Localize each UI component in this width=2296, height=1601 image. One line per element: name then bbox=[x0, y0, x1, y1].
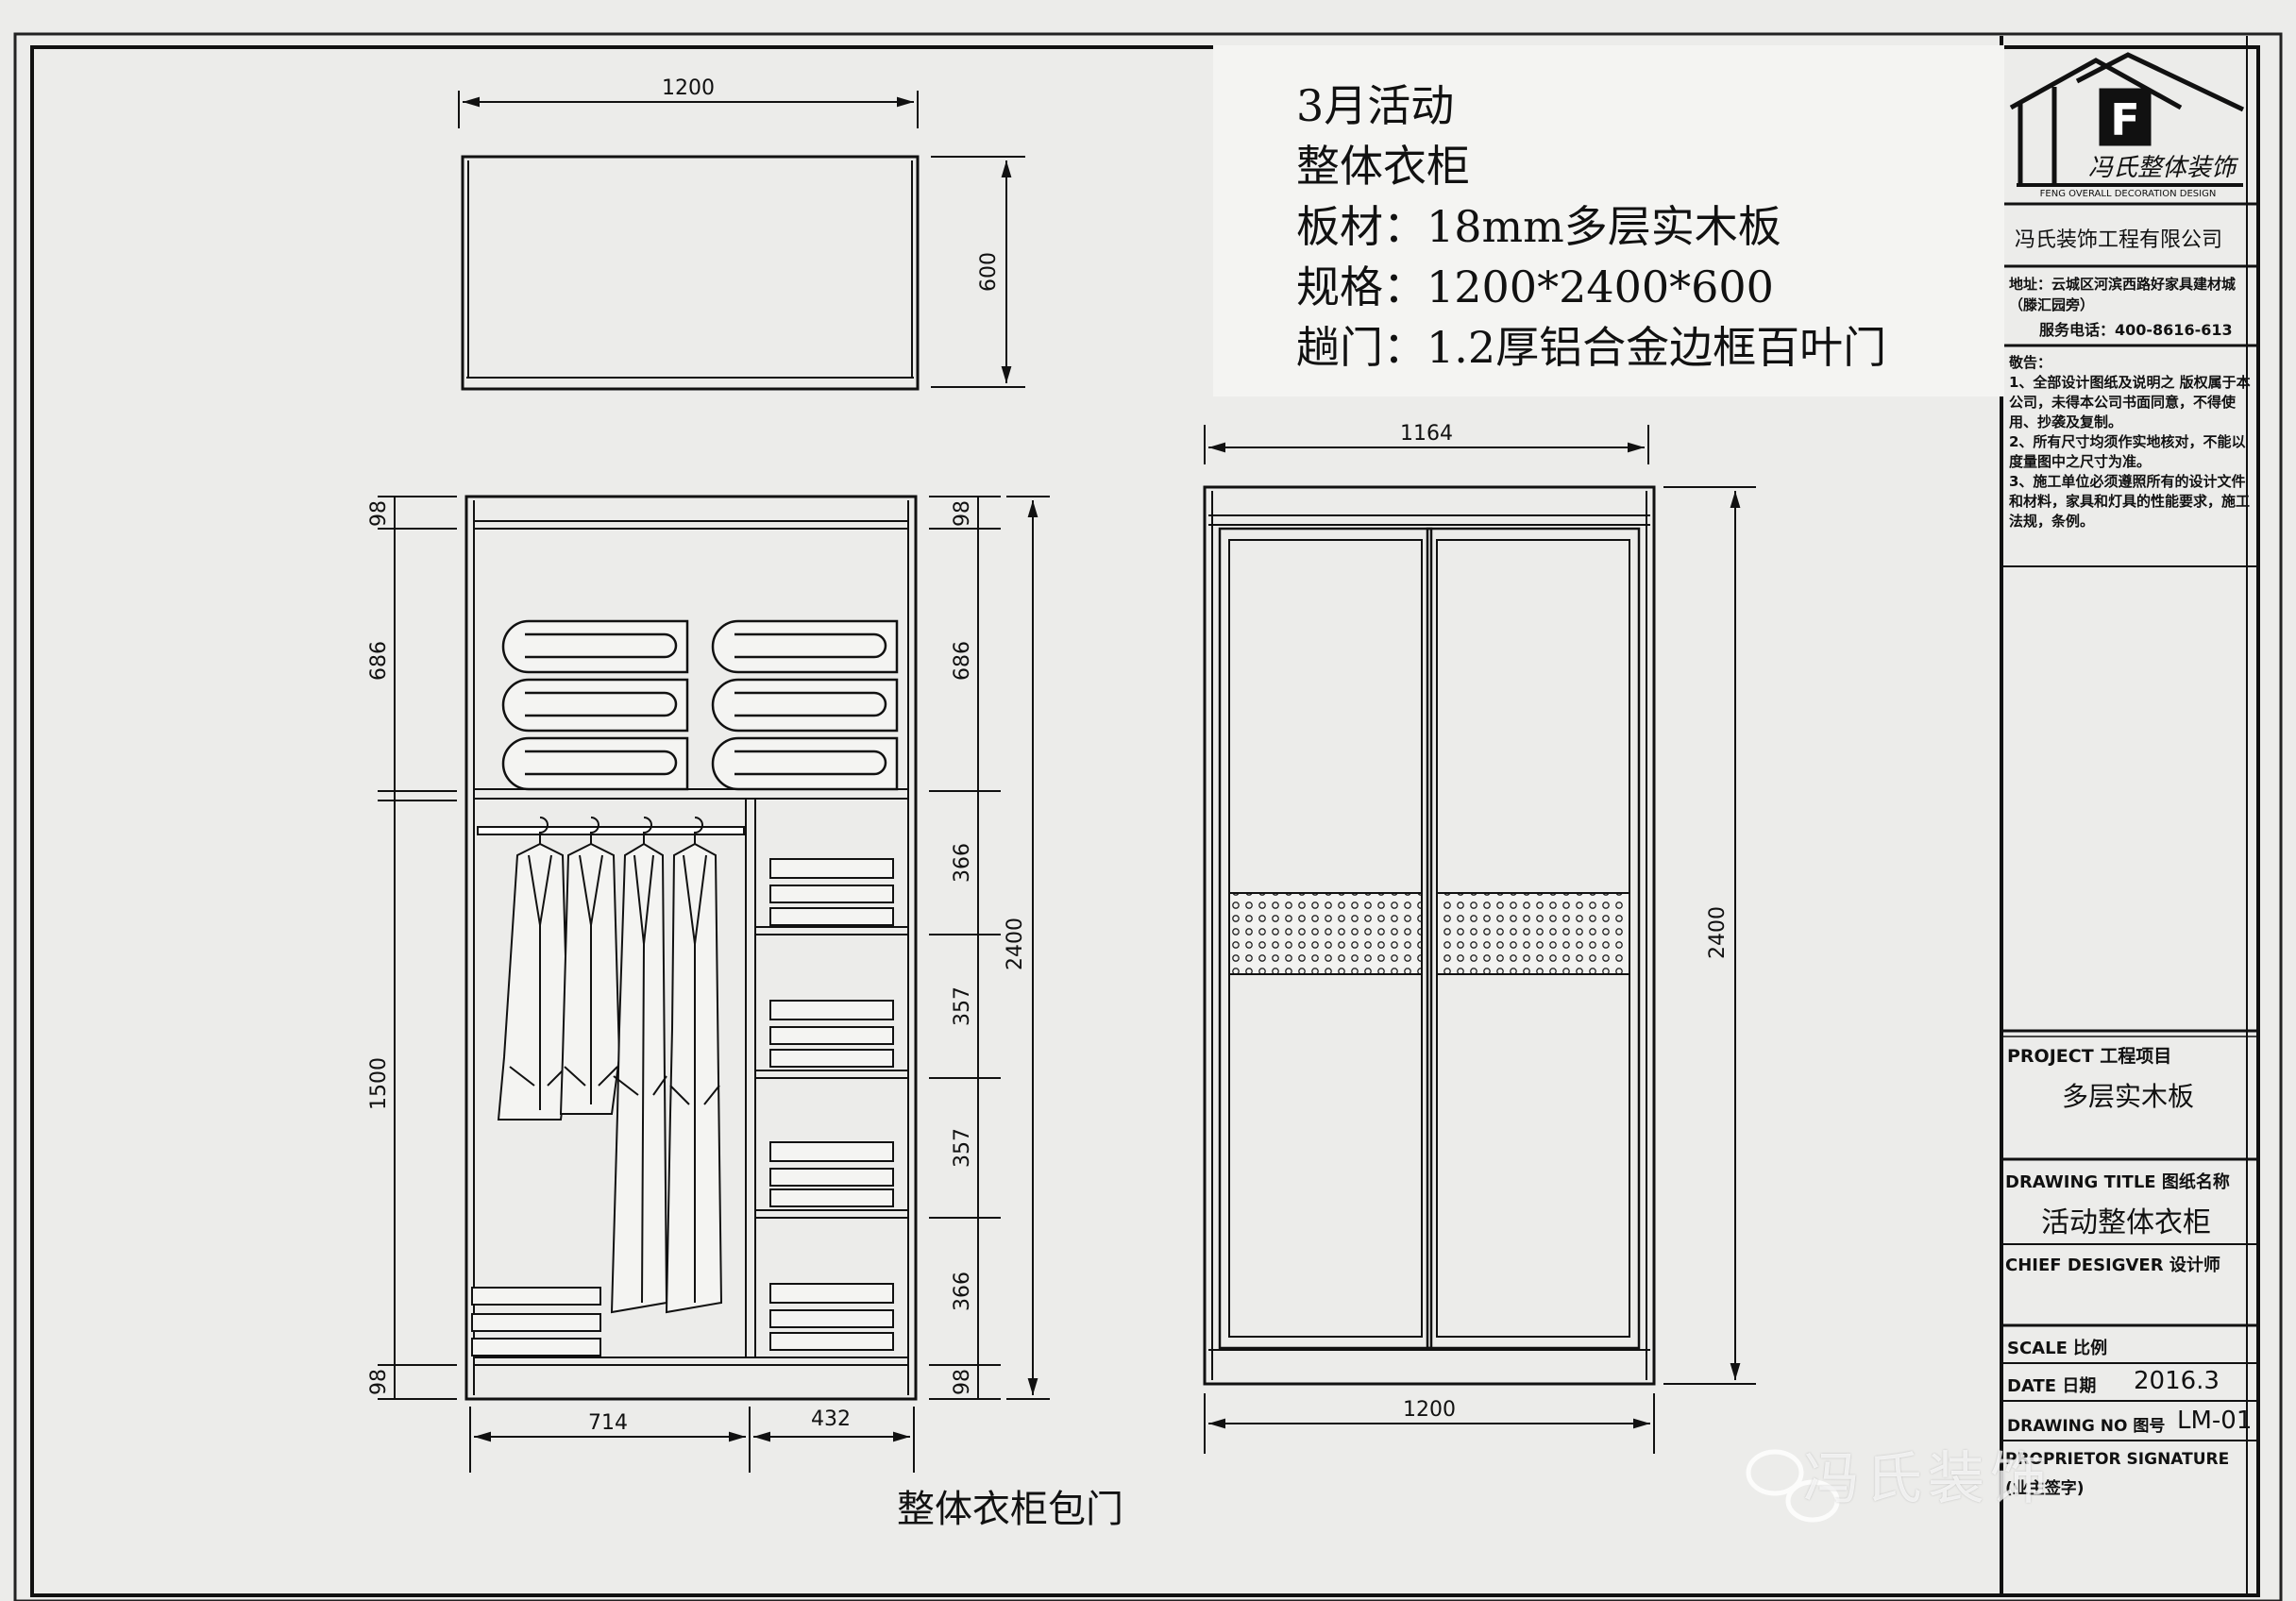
spec-box: 3月活动 整体衣柜 板材：18mm多层实木板 规格：1200*2400*600 … bbox=[1213, 45, 2004, 396]
dim-right-1: 98 bbox=[951, 500, 974, 527]
house-logo-icon bbox=[2009, 52, 2245, 187]
wechat-icon bbox=[1746, 1449, 1840, 1523]
door-bottom-width-label: 1200 bbox=[1403, 1398, 1456, 1422]
chief-designer-label: CHIEF DESIGVER 设计师 bbox=[2005, 1256, 2220, 1275]
dim-total-height: 2400 bbox=[1004, 918, 1027, 970]
front-view: 98 686 1500 98 98 686 366 357 357 366 98… bbox=[367, 495, 1123, 1531]
bottom-board bbox=[473, 1357, 909, 1366]
spec-line-product: 整体衣柜 bbox=[1296, 141, 1470, 192]
top-shelf bbox=[473, 788, 909, 800]
dim-left-upper: 686 bbox=[367, 641, 391, 681]
top-board bbox=[473, 520, 909, 530]
company-name: 冯氏装饰工程有限公司 bbox=[2015, 228, 2223, 252]
drawing-no-value: LM-01 bbox=[2177, 1407, 2253, 1435]
sliding-door-right bbox=[1426, 527, 1641, 1350]
spec-line-event: 3月活动 bbox=[1296, 80, 1455, 131]
scale-label: SCALE 比例 bbox=[2007, 1339, 2108, 1358]
dim-right-7: 98 bbox=[951, 1369, 974, 1395]
door-top-width-label: 1164 bbox=[1400, 422, 1453, 446]
dim-right-2: 686 bbox=[951, 641, 974, 681]
spec-line-material: 板材：18mm多层实木板 bbox=[1296, 201, 1781, 252]
folded-clothes-right bbox=[769, 858, 894, 1351]
drawing-no-label: DRAWING NO 图号 bbox=[2007, 1417, 2166, 1436]
signature-label: PROPRIETOR SIGNATURE bbox=[2005, 1450, 2230, 1469]
sliding-door-left bbox=[1218, 527, 1433, 1350]
company-address: 地址：云城区河滨西路好家具建材城（滕汇园旁） bbox=[2009, 276, 2237, 313]
dim-bottom-right-width: 432 bbox=[811, 1407, 851, 1431]
folded-towels-left bbox=[501, 619, 689, 791]
door-frame-outline bbox=[1203, 485, 1656, 1386]
cabinet-outline bbox=[464, 495, 918, 1401]
spec-line-door: 趟门：1.2厚铝合金边框百叶门 bbox=[1296, 322, 1887, 373]
company-phone: 服务电话：400-8616-613 bbox=[2039, 321, 2233, 339]
project-label: PROJECT 工程项目 bbox=[2007, 1046, 2172, 1067]
logo-text: 冯氏整体装饰 bbox=[2088, 154, 2239, 182]
notice-block: 敬告： 1、全部设计图纸及说明之 版权属于本公司，未得本公司书面同意，不得使用、… bbox=[2009, 353, 2256, 531]
notice-title: 敬告： bbox=[2009, 354, 2052, 371]
front-view-caption: 整体衣柜包门 bbox=[897, 1488, 1123, 1531]
folded-clothes-left bbox=[471, 1287, 601, 1357]
hanging-clothes bbox=[497, 817, 723, 1314]
inner-border bbox=[30, 45, 2260, 1597]
dim-bottom-left-width: 714 bbox=[588, 1411, 628, 1435]
folded-towels-right bbox=[711, 619, 899, 791]
dim-right-6: 366 bbox=[951, 1272, 974, 1311]
notice-item: 2、所有尺寸均须作实地核对，不能以度量图中之尺寸为准。 bbox=[2009, 433, 2246, 470]
logo-letter: F bbox=[2110, 94, 2139, 145]
dim-left-top: 98 bbox=[367, 500, 391, 527]
project-value: 多层实木板 bbox=[2062, 1081, 2195, 1112]
plan-depth-label: 600 bbox=[977, 252, 1001, 292]
dim-left-bottom: 98 bbox=[367, 1369, 391, 1395]
plan-outline bbox=[461, 155, 920, 391]
notice-item: 3、施工单位必须遵照所有的设计文件和材料，家具和灯具的性能要求，施工法规，条例。 bbox=[2009, 473, 2251, 530]
signature-sub-label: (业主签字) bbox=[2005, 1479, 2085, 1498]
title-block bbox=[2000, 36, 2256, 1593]
plan-width-label: 1200 bbox=[662, 76, 715, 100]
hanging-rod bbox=[477, 826, 745, 835]
door-left-lattice-panel bbox=[1228, 892, 1423, 975]
spec-line-size: 规格：1200*2400*600 bbox=[1296, 261, 1774, 312]
door-right-lattice-panel bbox=[1436, 892, 1630, 975]
dim-right-5: 357 bbox=[951, 1128, 974, 1168]
watermark-text: 冯氏装饰 bbox=[1803, 1446, 2052, 1512]
dim-right-3: 366 bbox=[951, 843, 974, 883]
door-height-label: 2400 bbox=[1706, 906, 1730, 959]
door-view: 1164 2400 1200 bbox=[1203, 422, 1756, 1454]
date-value: 2016.3 bbox=[2134, 1367, 2220, 1395]
dim-left-middle: 1500 bbox=[367, 1057, 391, 1110]
date-label: DATE 日期 bbox=[2007, 1376, 2097, 1396]
notice-item: 1、全部设计图纸及说明之 版权属于本公司，未得本公司书面同意，不得使用、抄袭及复… bbox=[2009, 374, 2251, 430]
dim-right-4: 357 bbox=[951, 986, 974, 1026]
plan-view: 1200 600 bbox=[458, 76, 1025, 391]
drawing-title-value: 活动整体衣柜 bbox=[2041, 1206, 2211, 1239]
outer-border bbox=[13, 32, 2283, 1601]
divider-panel bbox=[745, 798, 756, 1358]
drawing-title-label: DRAWING TITLE 图纸名称 bbox=[2005, 1172, 2230, 1192]
logo-subtext: FENG OVERALL DECORATION DESIGN bbox=[2040, 189, 2217, 199]
